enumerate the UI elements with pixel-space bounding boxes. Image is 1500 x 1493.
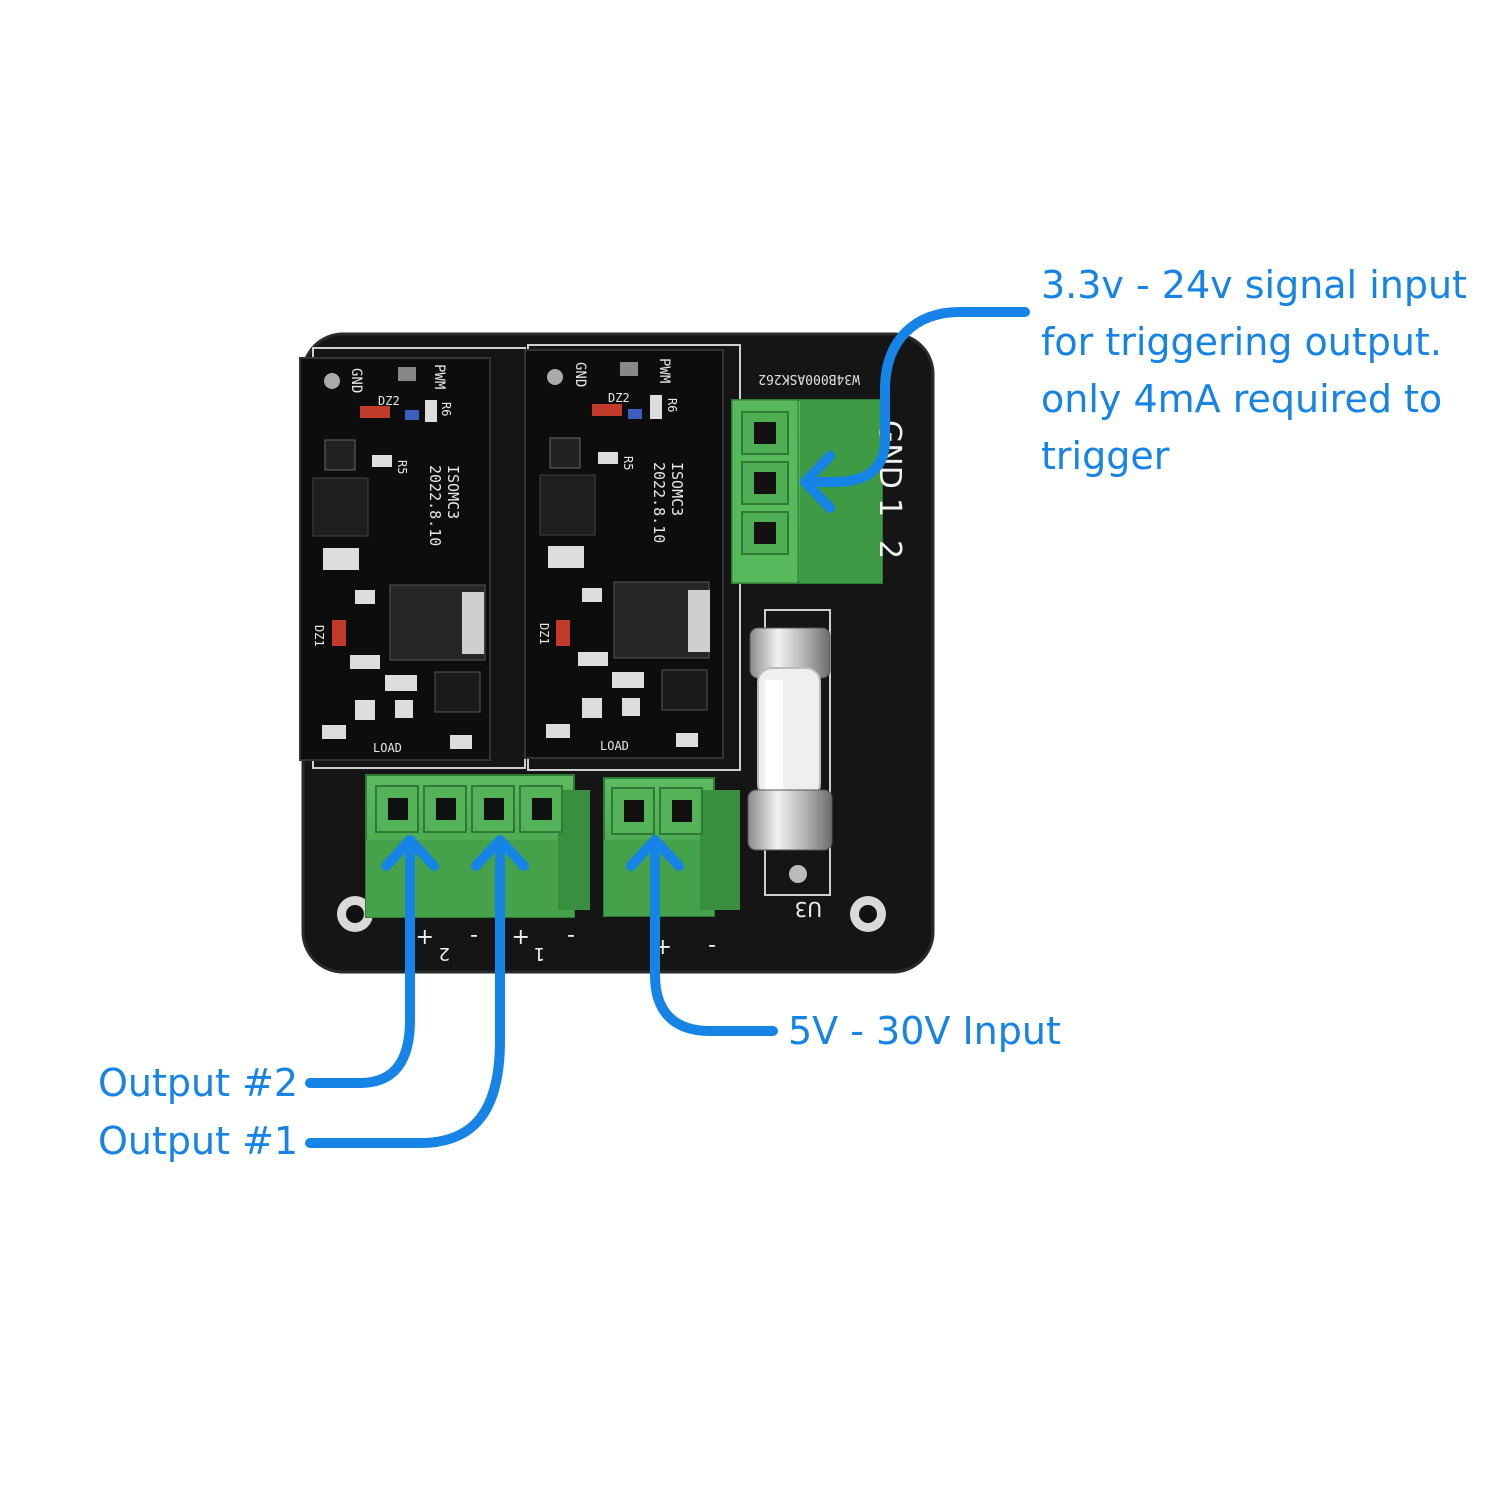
power-minus-marking: - bbox=[708, 934, 716, 959]
left-module-dz2-ref: DZ2 bbox=[378, 394, 400, 408]
power-input-terminal bbox=[603, 777, 740, 917]
fuse-ref-label: U3 bbox=[795, 897, 822, 921]
output-channel-2-number: 2 bbox=[439, 943, 450, 964]
left-module-load-label: LOAD bbox=[373, 741, 402, 755]
signal-input-arrow bbox=[800, 307, 1030, 487]
power-minus-screw bbox=[659, 787, 703, 835]
signal-input-callout-line-1: 3.3v - 24v signal input bbox=[1041, 263, 1467, 307]
output-channel-1-number: 1 bbox=[534, 943, 545, 964]
left-module-marking-1: ISOMC3 bbox=[444, 465, 462, 519]
mounting-hole-left bbox=[337, 896, 373, 932]
power-input-arrowhead bbox=[626, 835, 684, 871]
signal-header-pin-1-label: 1 bbox=[872, 498, 907, 517]
output-2-minus-screw bbox=[423, 785, 467, 833]
left-module-dz1-ref: DZ1 bbox=[312, 625, 326, 647]
signal-input-terminal bbox=[731, 399, 883, 584]
output-2-minus-marking: - bbox=[470, 924, 478, 949]
right-module-pwm-pin: PWM bbox=[656, 358, 672, 383]
signal-input-callout-line-2: for triggering output. bbox=[1041, 320, 1442, 364]
output-1-plus-marking: + bbox=[512, 924, 530, 949]
output-2-arrow bbox=[305, 840, 415, 1088]
power-plus-screw bbox=[611, 787, 655, 835]
output-1-minus-marking: - bbox=[567, 924, 575, 949]
output-terminal bbox=[365, 774, 590, 918]
signal-input-callout-line-3: only 4mA required to bbox=[1041, 377, 1443, 421]
output-1-arrow bbox=[305, 840, 505, 1148]
power-input-arrow bbox=[650, 840, 778, 1036]
output-2-plus-marking: + bbox=[416, 924, 434, 949]
left-module-gnd-pin: GND bbox=[348, 368, 364, 393]
output-1-minus-screw bbox=[519, 785, 563, 833]
signal-input-arrowhead bbox=[800, 451, 835, 513]
signal-input-callout-line-4: trigger bbox=[1041, 434, 1170, 478]
signal-header-pin-2-label: 2 bbox=[872, 540, 907, 559]
signal-terminal-screw-1 bbox=[741, 461, 789, 505]
output-2-arrowhead bbox=[381, 835, 439, 871]
right-module-load-label: LOAD bbox=[600, 739, 629, 753]
fuse bbox=[747, 627, 833, 883]
mosfet-module-left: GND PWM DZ2 R6 R5 DZ1 ISOMC3 2022.8.10 L… bbox=[299, 357, 491, 761]
board-serial-number: W34B000ASK262 bbox=[758, 371, 860, 386]
output-1-arrowhead bbox=[471, 835, 529, 871]
annotation-arrows bbox=[305, 307, 1030, 1148]
left-module-marking-2: 2022.8.10 bbox=[426, 465, 444, 546]
mosfet-module-right: GND PWM DZ2 R6 R5 DZ1 ISOMC3 2022.8.10 L… bbox=[524, 349, 724, 759]
signal-terminal-screw-gnd bbox=[741, 411, 789, 455]
output-2-plus-screw bbox=[375, 785, 419, 833]
power-input-callout: 5V - 30V Input bbox=[788, 1009, 1061, 1053]
right-module-marking-2: 2022.8.10 bbox=[650, 462, 668, 543]
right-module-gnd-pin: GND bbox=[572, 362, 588, 387]
mounting-hole-right bbox=[850, 896, 886, 932]
right-module-r6-ref: R6 bbox=[665, 398, 679, 412]
left-module-r6-ref: R6 bbox=[439, 402, 453, 416]
right-module-marking-1: ISOMC3 bbox=[668, 462, 686, 516]
signal-terminal-screw-2 bbox=[741, 511, 789, 555]
output-1-callout: Output #1 bbox=[98, 1119, 299, 1163]
right-module-dz1-ref: DZ1 bbox=[537, 623, 551, 645]
signal-input-callout: 3.3v - 24v signal input for triggering o… bbox=[1041, 257, 1467, 485]
left-module-pwm-pin: PWM bbox=[431, 364, 447, 389]
output-1-plus-screw bbox=[471, 785, 515, 833]
right-module-r5-ref: R5 bbox=[621, 456, 635, 470]
output-2-callout: Output #2 bbox=[98, 1061, 299, 1105]
left-module-r5-ref: R5 bbox=[395, 460, 409, 474]
right-module-dz2-ref: DZ2 bbox=[608, 391, 630, 405]
